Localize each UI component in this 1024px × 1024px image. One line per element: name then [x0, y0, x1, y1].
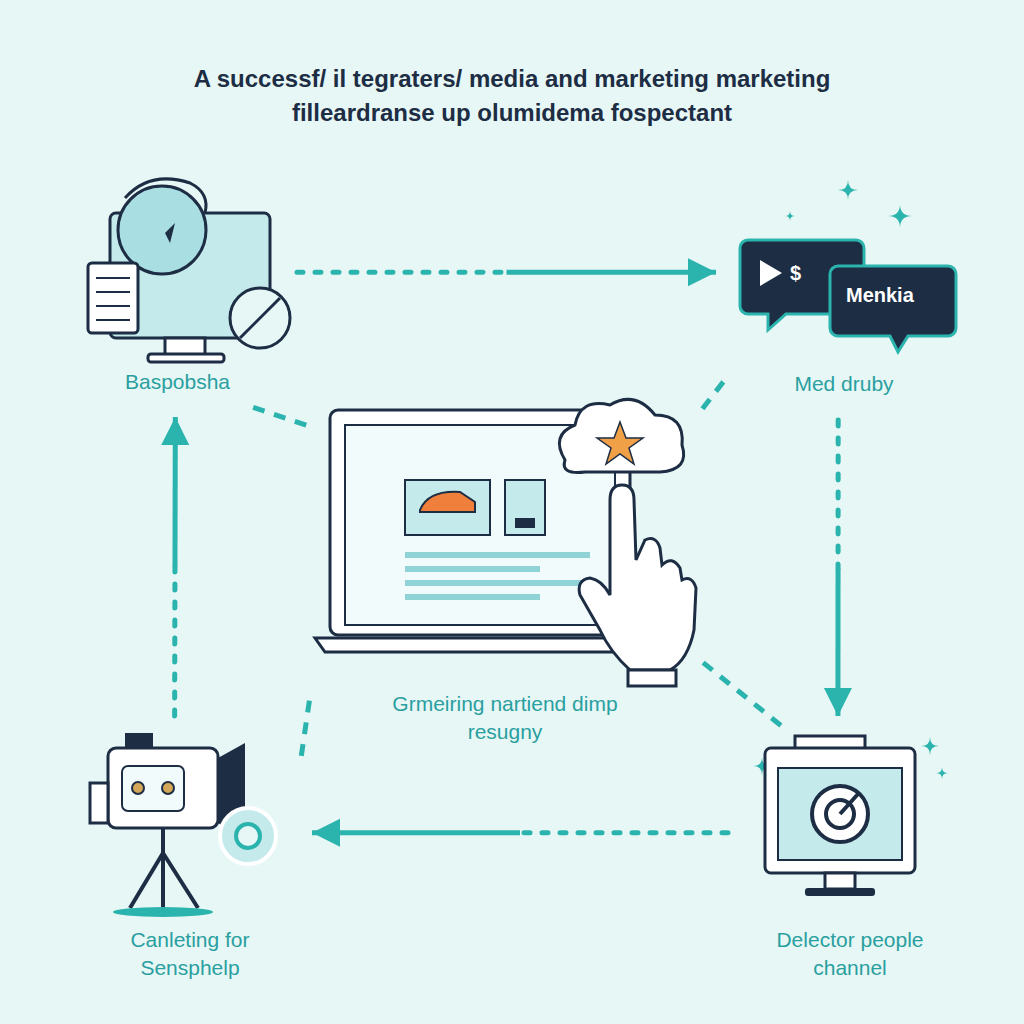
node-label: Canleting for Sensphelp — [95, 926, 285, 982]
dotted-segment — [172, 567, 177, 717]
diagram-title: A successf/ il tegraters/ media and mark… — [120, 62, 904, 130]
flow-connector — [702, 379, 725, 409]
dashed-link — [250, 406, 306, 425]
flow-connector — [301, 701, 310, 761]
flow-connector — [703, 663, 781, 726]
dotted-segment — [520, 830, 728, 835]
solid-segment — [312, 830, 520, 835]
bubble-text: Menkia — [846, 284, 914, 307]
icon-node: Baspobsha — [70, 168, 285, 405]
node-label: Grmeiring nartiend dimp resugny — [375, 690, 635, 746]
flow-connector — [250, 406, 306, 425]
bubble-text: $ — [790, 262, 801, 285]
node-label: Baspobsha — [78, 368, 278, 396]
node-label: Delector people channel — [755, 926, 945, 982]
dashed-link — [703, 663, 781, 726]
solid-segment — [835, 568, 840, 716]
node-icon — [70, 168, 285, 405]
solid-segment — [172, 417, 177, 567]
flow-connector — [297, 272, 716, 273]
node-label: Med druby — [739, 370, 949, 398]
flow-connector — [312, 832, 728, 833]
flow-connector — [837, 420, 838, 716]
dashed-link — [702, 379, 725, 409]
icon-node: Med druby $ Menkia — [728, 178, 960, 408]
dotted-segment — [836, 420, 841, 568]
icon-node: Delector people channel — [740, 728, 960, 990]
solid-segment — [507, 270, 717, 275]
icon-node: Grmeiring nartiend dimp resugny — [310, 390, 700, 755]
flow-connector — [174, 417, 176, 716]
dashed-link — [301, 701, 310, 761]
dotted-segment — [297, 270, 507, 275]
icon-node: Canleting for Sensphelp — [80, 728, 300, 990]
